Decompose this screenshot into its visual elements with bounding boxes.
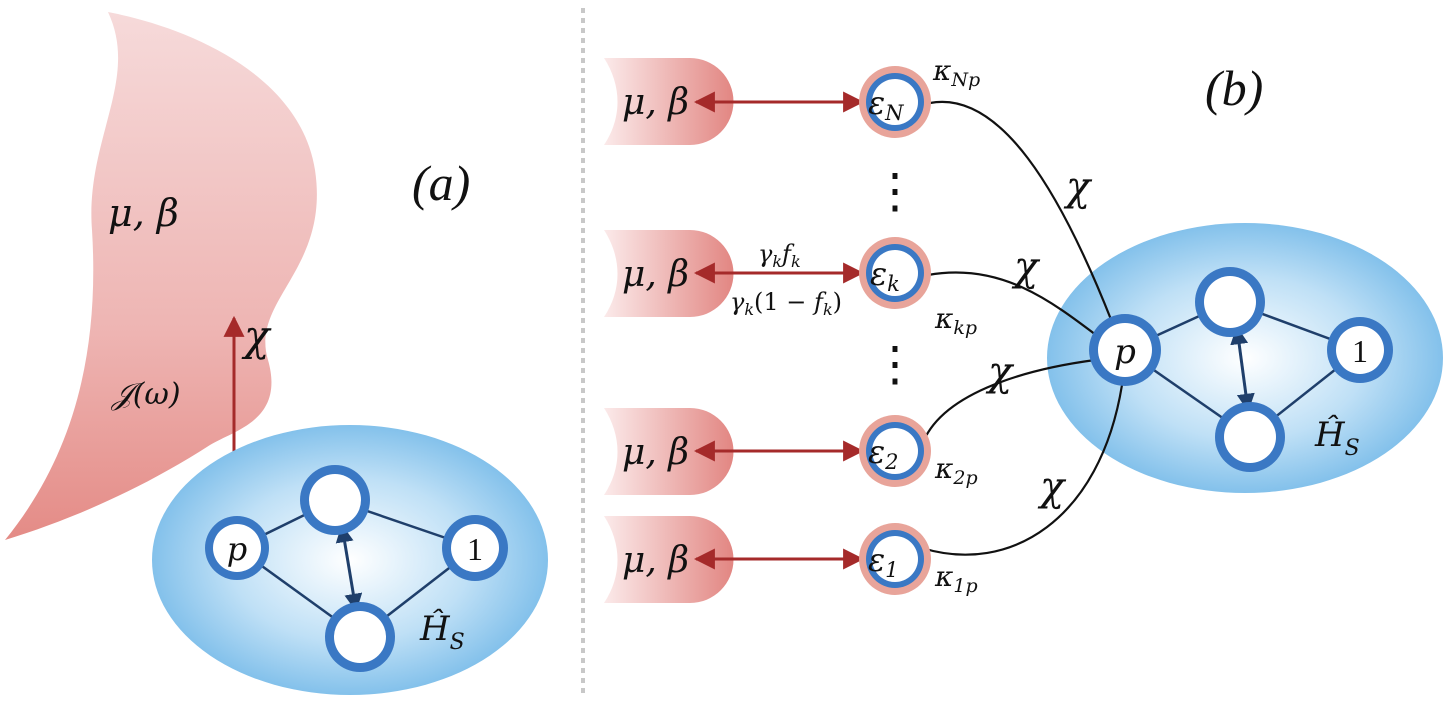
coupling-chi-2: χ <box>985 349 1015 395</box>
lead-N: μ, β εN κNp <box>604 54 980 145</box>
site-1-b: 1 <box>1327 317 1393 383</box>
lead-k: μ, β γkfk γk(1 − fk) εk κkp <box>604 230 977 339</box>
lead-2-bath <box>604 408 734 495</box>
hamiltonian-b: ĤS <box>1314 414 1360 461</box>
site-p-a: p <box>205 516 269 580</box>
site-p-a-label: p <box>227 530 247 568</box>
coupling-curves <box>920 100 1124 556</box>
lead-1-bath <box>604 516 734 603</box>
site-top-b <box>1195 267 1265 337</box>
coupling-chi-k: χ <box>1011 244 1041 290</box>
lead-1-params: μ, β <box>622 540 689 581</box>
site-1-a-label: 1 <box>467 531 483 567</box>
lead-N-bath <box>604 58 734 145</box>
lead-2-params: μ, β <box>622 432 689 473</box>
level-N-label: εN <box>868 84 904 125</box>
lead-k-params: μ, β <box>622 254 689 295</box>
lead-k-bath <box>604 230 734 317</box>
rate-loss: γk(1 − fk) <box>730 288 842 319</box>
panel-a: μ, β 𝒥(ω) χ (a) p 1 <box>5 12 548 695</box>
panel-b-label: (b) <box>1205 60 1263 116</box>
lead-N-params: μ, β <box>622 82 689 123</box>
coupling-chi-1: χ <box>1037 464 1067 510</box>
site-top-a <box>300 465 370 535</box>
site-p-b-label: p <box>1114 332 1136 372</box>
kappa-1-label: κ1p <box>934 560 978 597</box>
level-k-label: εk <box>870 255 900 296</box>
kappa-N-label: κNp <box>932 54 980 91</box>
ellipsis-lower: ⋮ <box>871 338 919 391</box>
site-bottom-b <box>1215 402 1285 472</box>
rate-gain: γkfk <box>758 240 801 271</box>
lead-1: μ, β ε1 κ1p <box>604 516 978 603</box>
site-1-b-label: 1 <box>1352 333 1368 369</box>
kappa-2-label: κ2p <box>934 452 978 489</box>
coupling-chi-N: χ <box>1063 164 1093 210</box>
kappa-k-label: κkp <box>934 302 977 339</box>
site-1-a: 1 <box>442 515 508 581</box>
site-bottom-a <box>325 602 395 672</box>
bath-params: μ, β <box>108 191 179 235</box>
lead-2: μ, β ε2 κ2p <box>604 408 978 495</box>
coupling-chi-a: χ <box>241 311 272 360</box>
site-exchange-arrow-a <box>335 524 363 612</box>
panel-b: (b) χ χ χ χ p <box>604 54 1443 603</box>
panel-a-label: (a) <box>412 155 470 211</box>
ellipsis-upper: ⋮ <box>871 165 919 218</box>
hamiltonian-a: ĤS <box>419 608 465 655</box>
site-exchange-arrow-b <box>1230 326 1255 412</box>
site-p-b: p <box>1089 314 1161 386</box>
level-2-label: ε2 <box>868 433 899 474</box>
spectral-density-label: 𝒥(ω) <box>110 377 181 412</box>
level-1-label: ε1 <box>868 541 899 582</box>
